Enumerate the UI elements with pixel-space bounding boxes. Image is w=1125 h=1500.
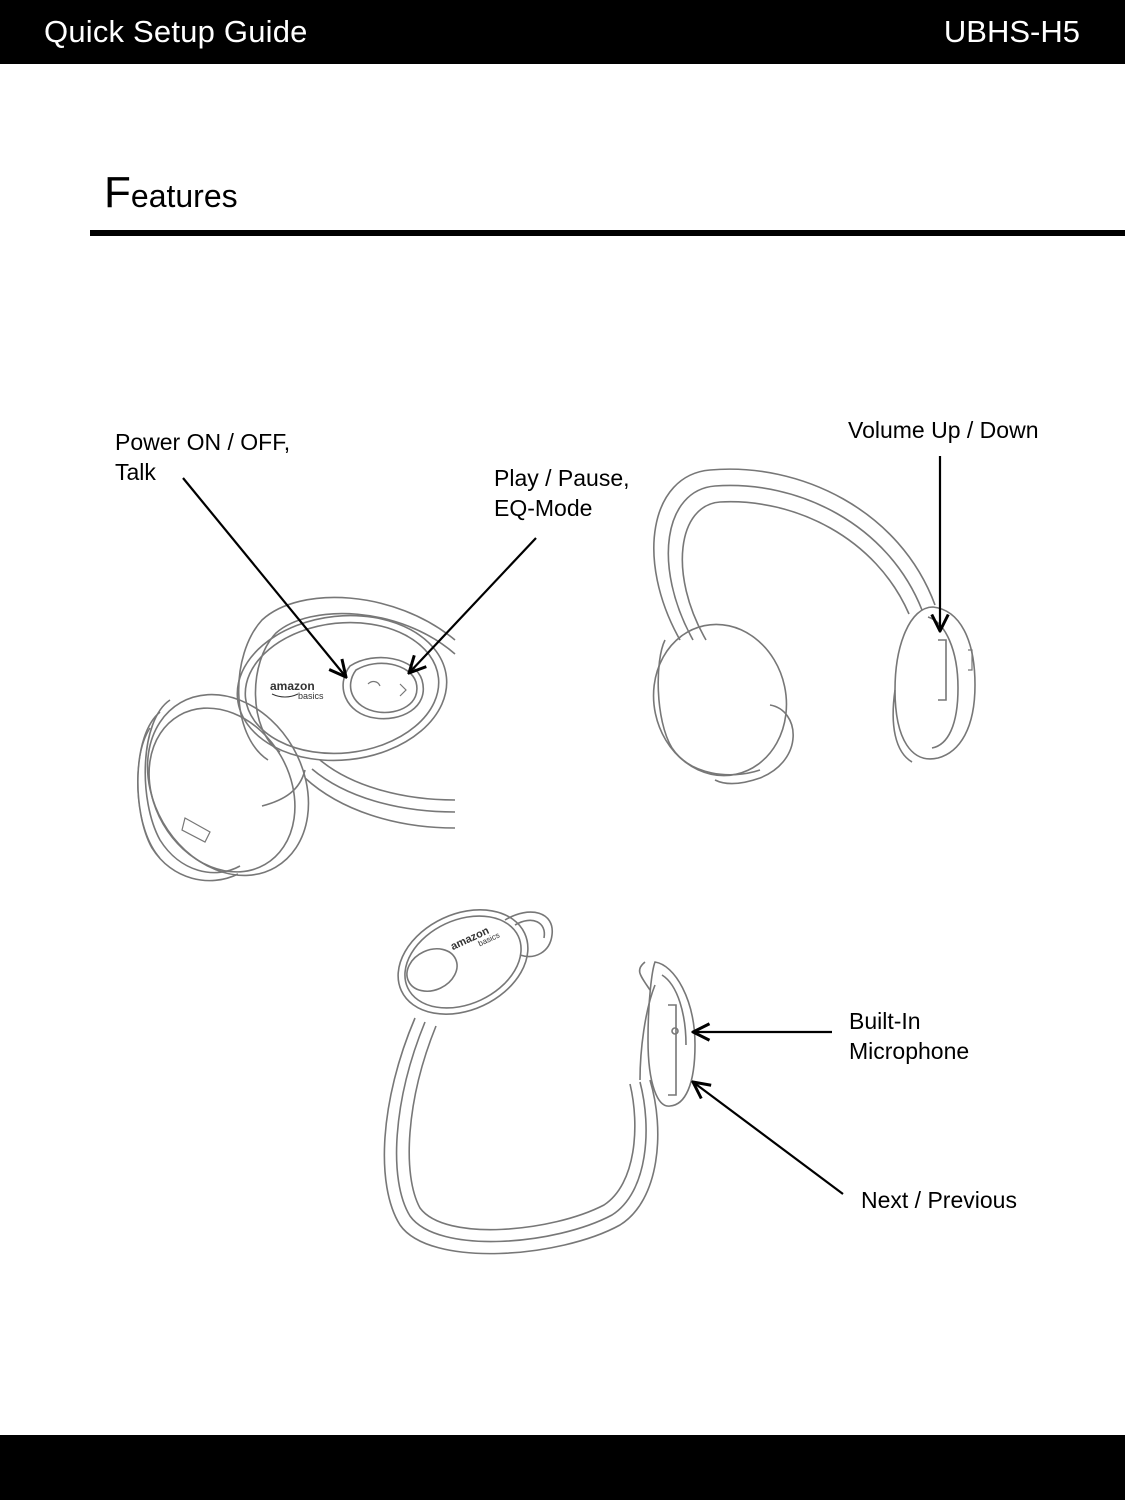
section-divider (90, 230, 1125, 236)
headset-side-view (383, 909, 696, 1255)
amazon-basics-logo: amazon basics (270, 679, 324, 701)
section-title: Features (104, 168, 238, 221)
section-title-initial: F (104, 168, 131, 217)
play-pause-label: Play / Pause, EQ-Mode (494, 465, 630, 521)
headset-front-view (137, 596, 456, 882)
header-bar: Quick Setup Guide UBHS-H5 (0, 0, 1125, 64)
play-callout-arrow (409, 537, 537, 673)
next-previous-label: Next / Previous (861, 1187, 1017, 1213)
svg-text:amazon: amazon (270, 679, 315, 693)
amazon-basics-logo-side: amazon basics (449, 925, 501, 953)
power-label: Power ON / OFF, Talk (115, 429, 291, 485)
guide-title: Quick Setup Guide (44, 14, 308, 49)
model-number: UBHS-H5 (943, 14, 1080, 49)
headset-back-view (652, 468, 976, 785)
svg-text:basics: basics (298, 691, 324, 701)
microphone-label: Built-In Microphone (849, 1008, 970, 1064)
section-title-rest: eatures (130, 178, 238, 214)
footer-bar (0, 1435, 1125, 1500)
next-callout-arrow (693, 1082, 844, 1195)
power-callout-arrow (182, 477, 346, 677)
volume-label: Volume Up / Down (848, 417, 1039, 443)
